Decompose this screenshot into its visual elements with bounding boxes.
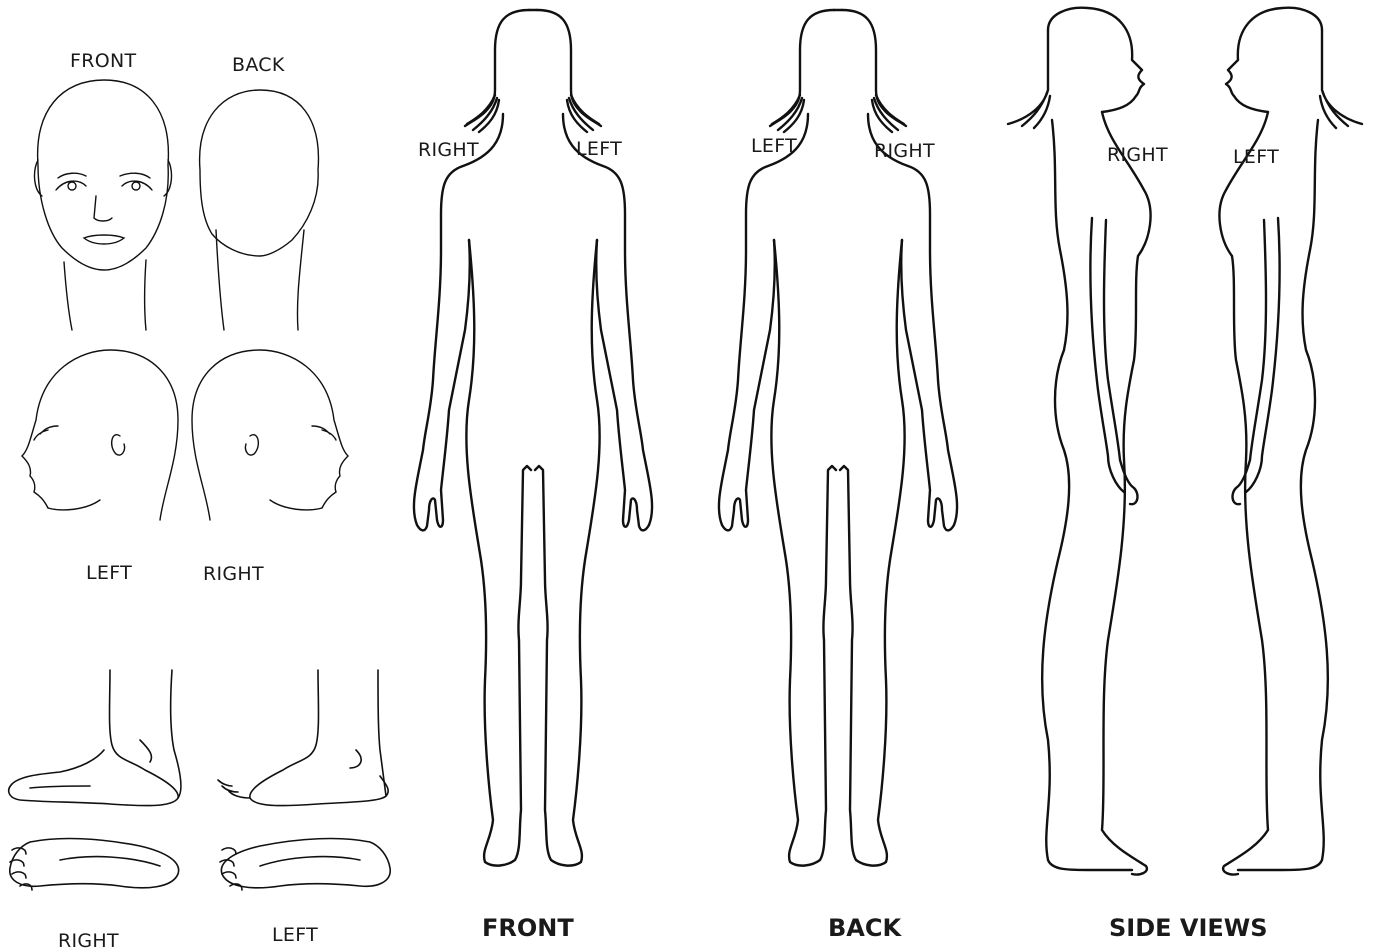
head-back-label: BACK	[232, 54, 285, 76]
side-right-label: RIGHT	[1107, 144, 1168, 166]
foot-left-sole	[220, 839, 390, 890]
head-right-label: RIGHT	[203, 563, 264, 585]
body-back-left-label: LEFT	[751, 135, 797, 157]
foot-right-sole	[10, 839, 179, 890]
body-front-left-label: LEFT	[576, 138, 622, 160]
side-left-label: LEFT	[1233, 146, 1279, 168]
foot-left-side	[218, 670, 388, 806]
head-front-label: FRONT	[70, 50, 136, 72]
body-back-right-label: RIGHT	[874, 140, 935, 162]
head-left-profile	[22, 350, 178, 520]
head-right-profile	[192, 350, 348, 520]
side-views-caption: SIDE VIEWS	[1109, 914, 1268, 942]
body-side-right-outline	[1008, 8, 1151, 875]
body-back-caption: BACK	[828, 914, 901, 942]
body-front-caption: FRONT	[482, 914, 574, 942]
head-left-label: LEFT	[86, 562, 132, 584]
head-front	[35, 80, 172, 330]
head-back	[200, 90, 319, 330]
body-front-right-label: RIGHT	[418, 139, 479, 161]
foot-right-side	[9, 670, 181, 806]
foot-left-label: LEFT	[272, 924, 318, 946]
body-side-left-outline	[1219, 8, 1362, 875]
